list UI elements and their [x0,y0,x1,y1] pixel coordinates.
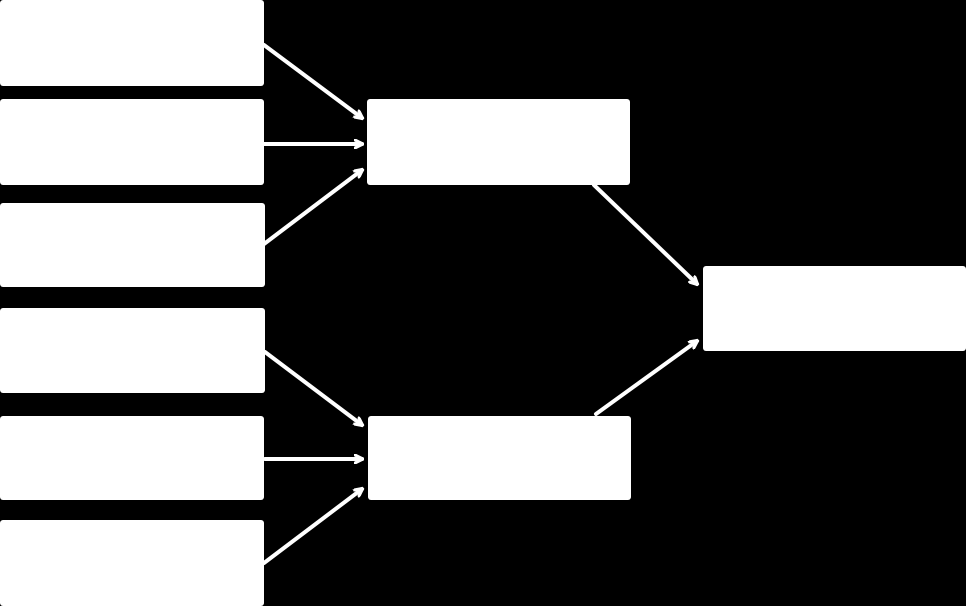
node-box-input-3 [0,203,265,287]
arrow-middle-top-to-output [592,183,697,284]
node-input-5 [0,416,264,500]
node-output [703,266,966,351]
node-box-input-1 [0,0,264,86]
node-box-output [703,266,966,351]
node-middle-top [367,99,630,185]
edges-layer [262,43,697,565]
arrow-input-1-to-middle-top [262,43,362,118]
node-box-input-4 [0,308,265,393]
node-box-input-5 [0,416,264,500]
arrow-input-6-to-middle-bottom [262,489,362,565]
node-input-4 [0,308,265,393]
node-box-middle-bottom [368,416,631,500]
node-input-2 [0,99,264,185]
node-middle-bottom [368,416,631,500]
node-input-1 [0,0,264,86]
arrow-middle-bottom-to-output [594,341,697,416]
arrow-input-4-to-middle-bottom [263,350,362,425]
node-box-middle-top [367,99,630,185]
node-box-input-2 [0,99,264,185]
node-box-input-6 [0,520,264,606]
node-input-6 [0,520,264,606]
arrow-input-3-to-middle-top [262,170,362,246]
node-input-3 [0,203,265,287]
